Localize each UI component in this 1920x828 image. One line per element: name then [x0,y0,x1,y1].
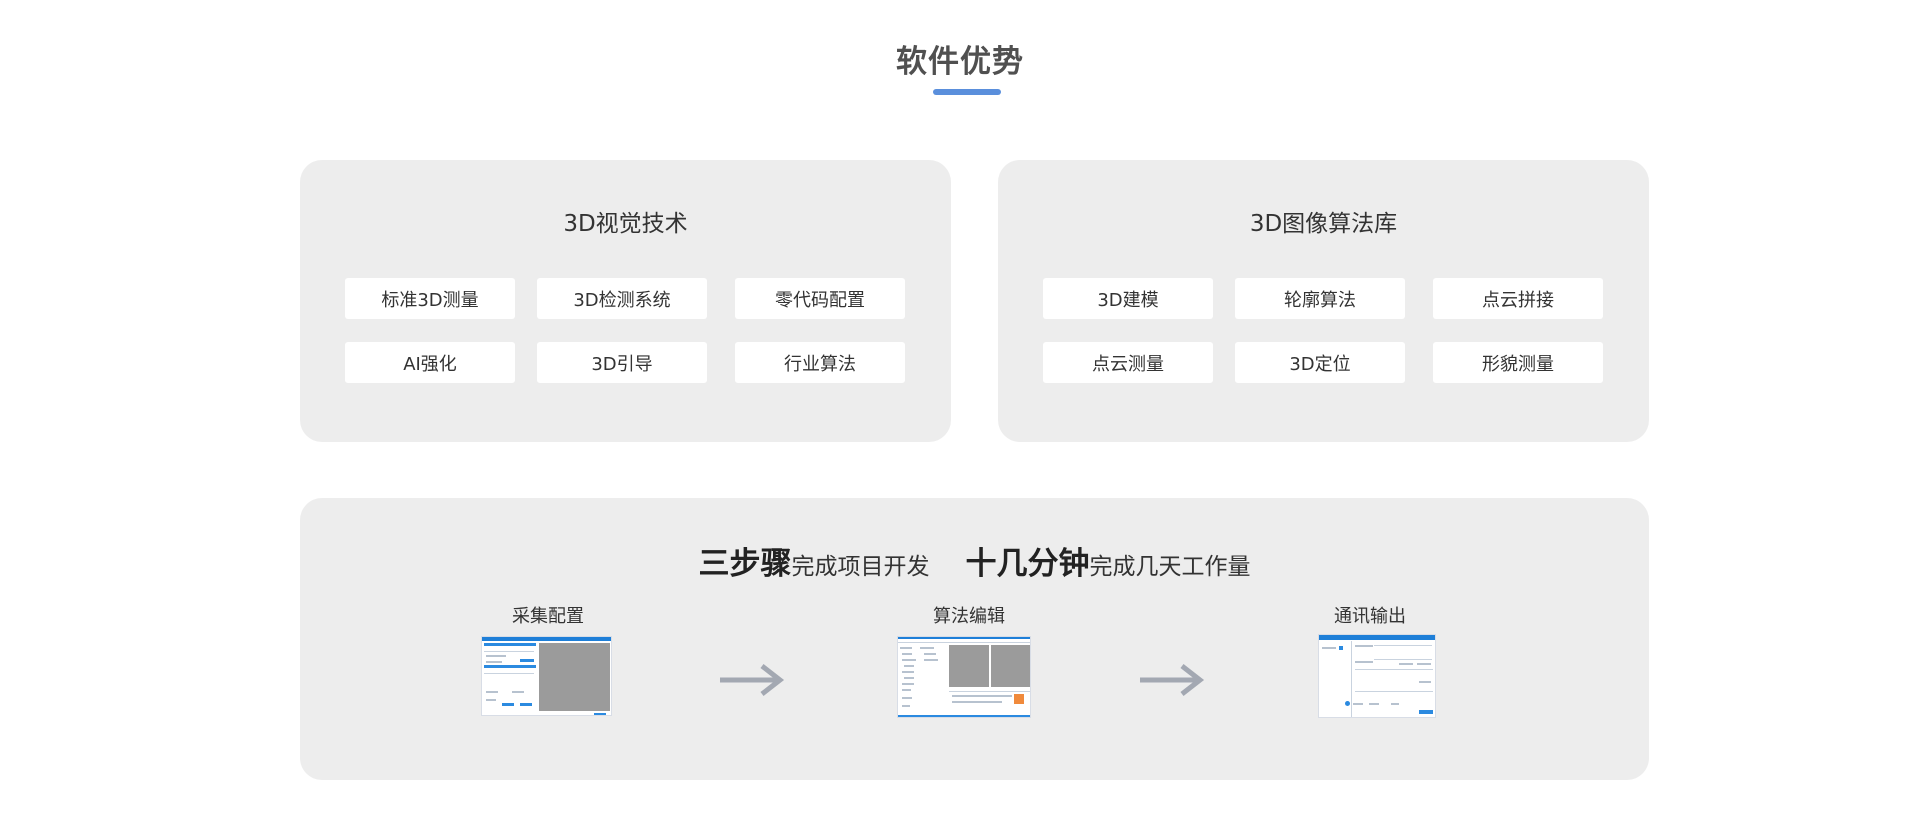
headline-minutes-text: 完成几天工作量 [1089,554,1251,580]
headline-steps-text: 完成项目开发 [791,554,930,580]
feature-chip: 3D定位 [1235,342,1405,383]
right-arrow-icon [1140,664,1205,696]
algorithm-library-card: 3D图像算法库 3D建模 轮廓算法 点云拼接 点云测量 3D定位 形貌测量 [998,160,1649,442]
feature-chip: 零代码配置 [735,278,905,319]
step-label-algorithm: 算法编辑 [933,606,1005,627]
step-label-acquisition: 采集配置 [512,606,584,627]
communication-output-screenshot [1318,634,1436,718]
feature-chip: 轮廓算法 [1235,278,1405,319]
right-arrow-icon [720,664,785,696]
feature-chip: 3D引导 [537,342,707,383]
headline-steps-bold: 三步骤 [698,546,792,582]
algorithm-edit-screenshot [897,636,1031,718]
feature-chip: 标准3D测量 [345,278,515,319]
feature-chip: AI强化 [345,342,515,383]
feature-chip: 点云测量 [1043,342,1213,383]
title-underline [933,89,1001,95]
acquisition-config-screenshot [481,636,612,716]
vision-tech-card: 3D视觉技术 标准3D测量 3D检测系统 零代码配置 AI强化 3D引导 行业算… [300,160,951,442]
feature-chip: 3D建模 [1043,278,1213,319]
vision-card-title: 3D视觉技术 [563,211,688,237]
algo-feature-grid: 3D建模 轮廓算法 点云拼接 点云测量 3D定位 形貌测量 [998,160,1649,442]
headline-minutes-bold: 十几分钟 [965,546,1090,582]
feature-chip: 3D检测系统 [537,278,707,319]
vision-feature-grid: 标准3D测量 3D检测系统 零代码配置 AI强化 3D引导 行业算法 [300,160,951,442]
workflow-headline: 三步骤完成项目开发 十几分钟完成几天工作量 [300,538,1649,583]
page-title: 软件优势 [896,44,1024,80]
step-label-communication: 通讯输出 [1334,606,1406,627]
workflow-card: 三步骤完成项目开发 十几分钟完成几天工作量 采集配置 算法编辑 [300,498,1649,780]
algo-card-title: 3D图像算法库 [1249,211,1398,237]
feature-chip: 点云拼接 [1433,278,1603,319]
feature-chip: 形貌测量 [1433,342,1603,383]
feature-chip: 行业算法 [735,342,905,383]
